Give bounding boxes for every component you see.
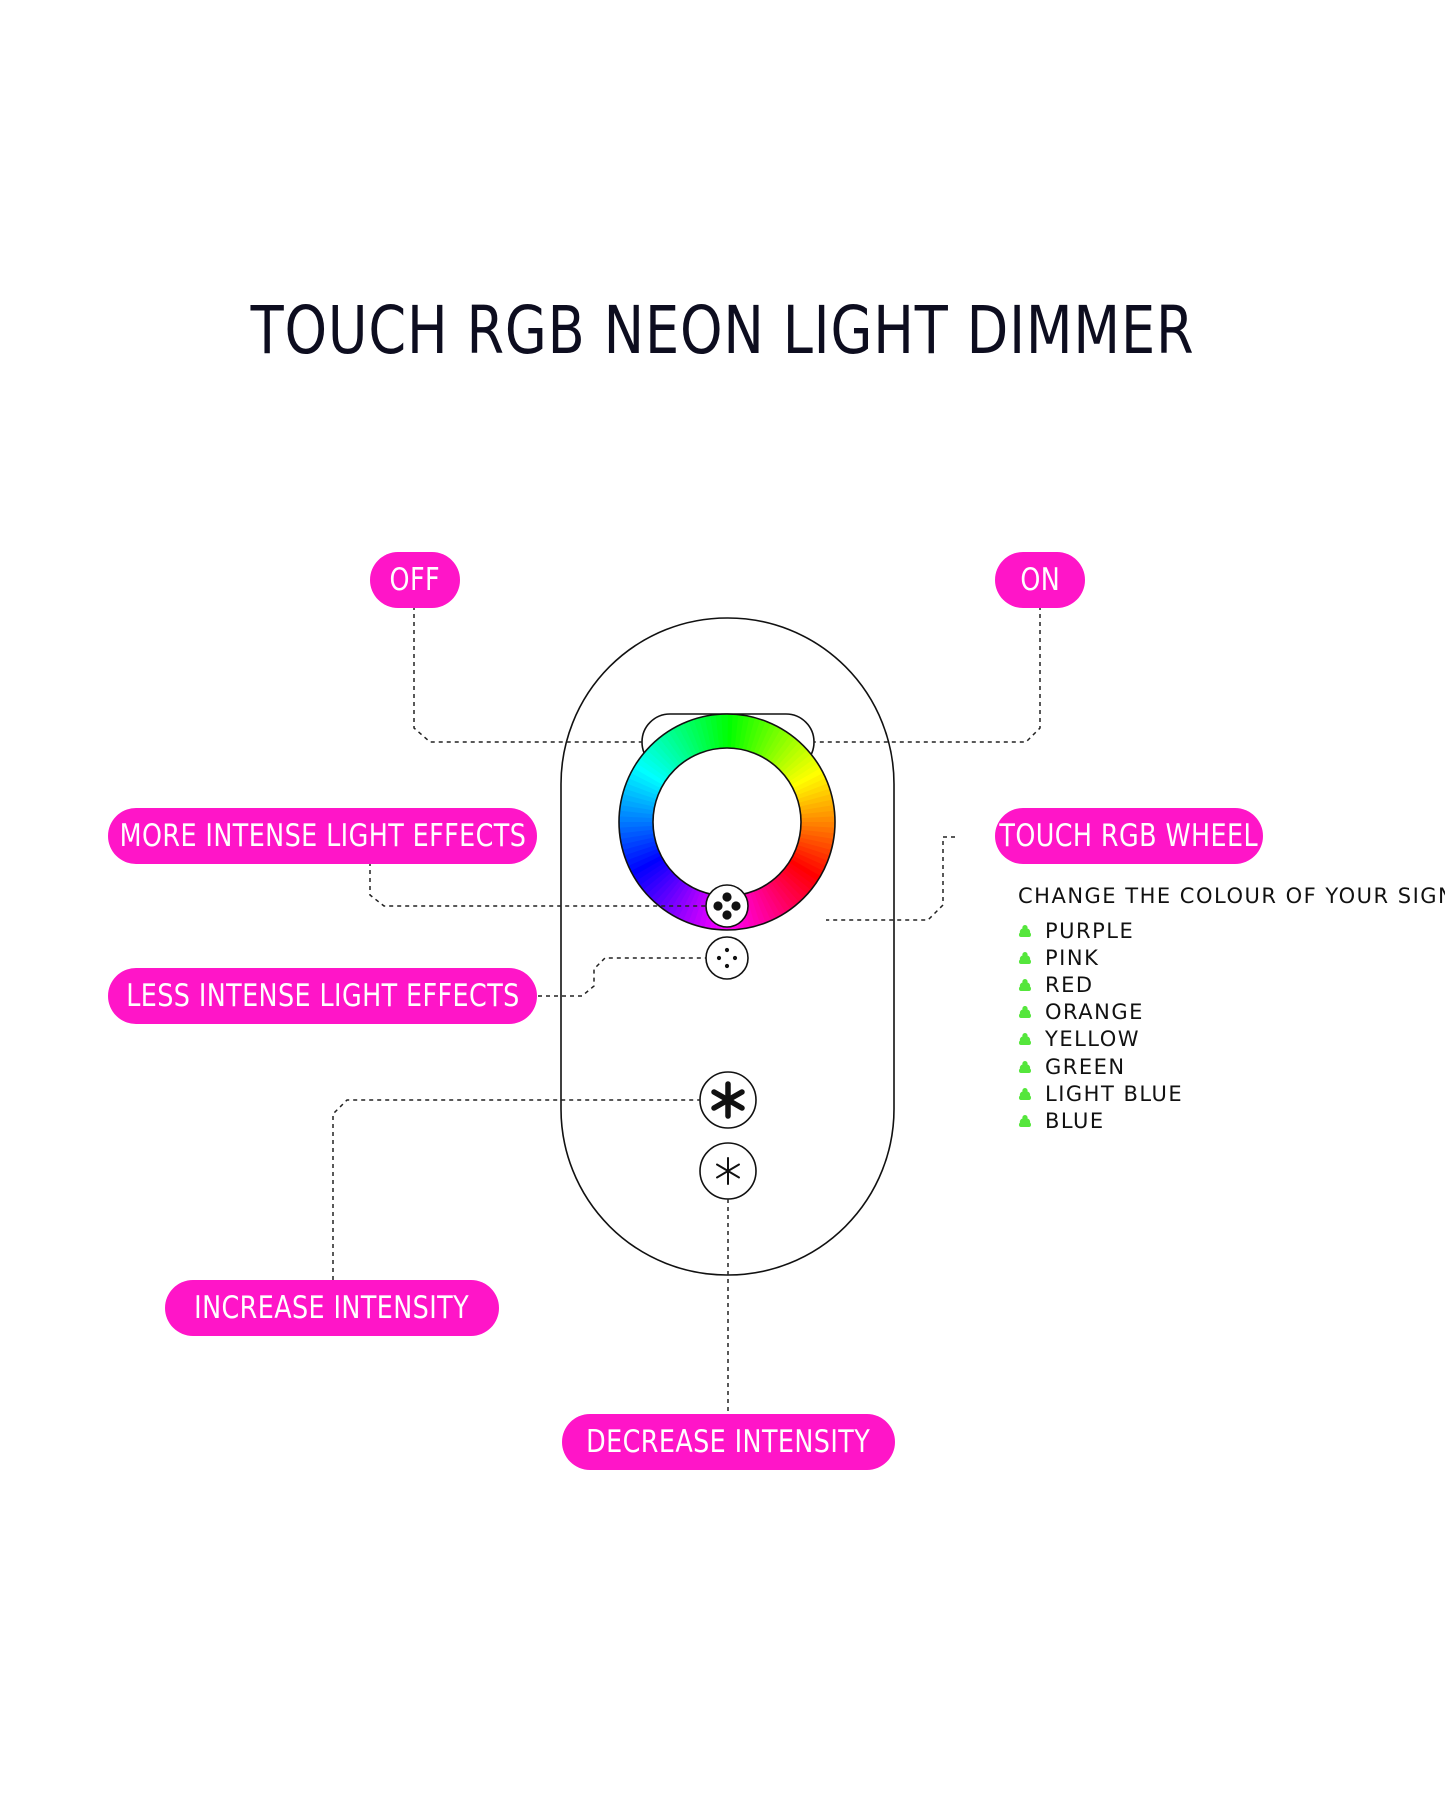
color-option-label: YELLOW [1045,1027,1141,1052]
leader-on [814,606,1041,743]
color-option-label: GREEN [1045,1054,1126,1079]
color-option: ORANGE [1018,999,1183,1026]
less-intense-effects-control[interactable] [705,936,749,980]
green-blob-bullet-icon [1018,1006,1032,1019]
label-decrease-intensity: DECREASE INTENSITY [562,1414,895,1470]
green-blob-bullet-icon [1018,924,1032,937]
color-option: PINK [1018,944,1183,971]
color-option: RED [1018,971,1183,998]
color-option-label: ORANGE [1045,1000,1144,1025]
four-dots-large-icon [713,892,741,920]
label-more-intense-text: MORE INTENSE LIGHT EFFECTS [119,818,526,854]
thin-asterisk-icon [716,1157,740,1185]
more-intense-effects-control[interactable] [705,884,749,928]
four-dots-small-icon [716,947,738,969]
label-touch-rgb-wheel: TOUCH RGB WHEEL [995,808,1263,864]
label-increase-text: INCREASE INTENSITY [194,1290,470,1326]
color-option: PURPLE [1018,917,1183,944]
label-less-intense-effects: LESS INTENSE LIGHT EFFECTS [108,968,537,1024]
green-blob-bullet-icon [1018,1114,1032,1127]
green-blob-bullet-icon [1018,1033,1032,1046]
leader-less-intense [538,957,707,997]
color-option-label: RED [1045,972,1094,997]
label-increase-intensity: INCREASE INTENSITY [165,1280,499,1336]
label-less-intense-text: LESS INTENSE LIGHT EFFECTS [125,978,520,1014]
color-option-label: LIGHT BLUE [1045,1081,1184,1106]
leader-increase [332,1099,700,1280]
leader-off [413,606,642,743]
green-blob-bullet-icon [1018,1060,1032,1073]
green-blob-bullet-icon [1018,978,1032,991]
label-off-text: OFF [389,562,441,598]
green-blob-bullet-icon [1018,1087,1032,1100]
page-title: TOUCH RGB NEON LIGHT DIMMER [250,292,1195,369]
label-off: OFF [370,552,460,608]
label-on: ON [995,552,1085,608]
color-option: YELLOW [1018,1026,1183,1053]
increase-intensity-button[interactable] [699,1071,757,1129]
leader-more-intense [369,862,707,907]
color-option: LIGHT BLUE [1018,1080,1183,1107]
label-more-intense-effects: MORE INTENSE LIGHT EFFECTS [108,808,537,864]
decrease-intensity-button[interactable] [699,1142,757,1200]
color-options-heading: CHANGE THE COLOUR OF YOUR SIGN TO: [1018,884,1445,908]
label-decrease-text: DECREASE INTENSITY [586,1424,871,1460]
leader-touch-wheel [826,836,957,921]
green-blob-bullet-icon [1018,951,1032,964]
leader-lines [332,606,1041,1415]
color-option-label: BLUE [1045,1108,1105,1133]
color-option-label: PURPLE [1045,918,1135,943]
color-option: BLUE [1018,1107,1183,1134]
label-touch-wheel-text: TOUCH RGB WHEEL [999,818,1259,854]
color-option: GREEN [1018,1053,1183,1080]
label-on-text: ON [1020,562,1060,598]
color-option-label: PINK [1045,945,1100,970]
bold-asterisk-icon [711,1081,745,1119]
